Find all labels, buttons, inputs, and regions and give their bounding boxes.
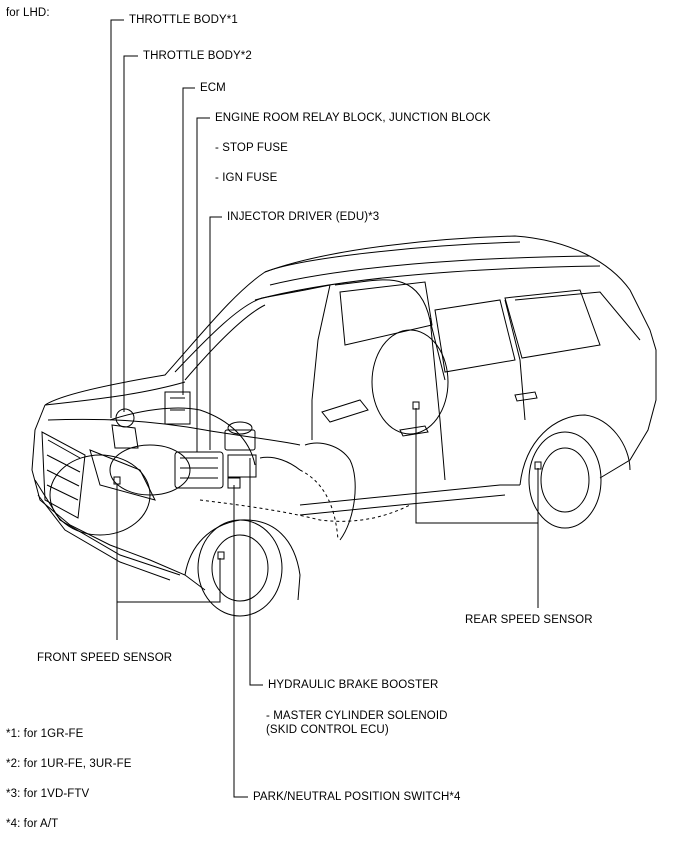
label-stop-fuse: - STOP FUSE <box>215 142 288 154</box>
label-skid-control-ecu: (SKID CONTROL ECU) <box>266 724 389 736</box>
label-relay-block: ENGINE ROOM RELAY BLOCK, JUNCTION BLOCK <box>215 112 491 124</box>
label-master-cylinder-solenoid: - MASTER CYLINDER SOLENOID <box>266 710 448 722</box>
label-injector-driver: INJECTOR DRIVER (EDU)*3 <box>227 211 380 223</box>
label-throttle-body-1: THROTTLE BODY*1 <box>129 14 238 26</box>
diagram-heading: for LHD: <box>6 7 50 19</box>
label-throttle-body-2: THROTTLE BODY*2 <box>143 50 252 62</box>
footnote: *3: for 1VD-FTV <box>6 788 90 800</box>
label-park-neutral-switch: PARK/NEUTRAL POSITION SWITCH*4 <box>253 791 461 803</box>
footnote: *1: for 1GR-FE <box>6 728 84 740</box>
label-hydraulic-brake-booster: HYDRAULIC BRAKE BOOSTER <box>268 679 439 691</box>
label-ecm: ECM <box>200 82 226 94</box>
label-front-speed-sensor: FRONT SPEED SENSOR <box>37 652 173 664</box>
label-rear-speed-sensor: REAR SPEED SENSOR <box>465 614 593 626</box>
label-ign-fuse: - IGN FUSE <box>215 172 278 184</box>
footnote: *2: for 1UR-FE, 3UR-FE <box>6 758 132 770</box>
footnote: *4: for A/T <box>6 818 59 830</box>
